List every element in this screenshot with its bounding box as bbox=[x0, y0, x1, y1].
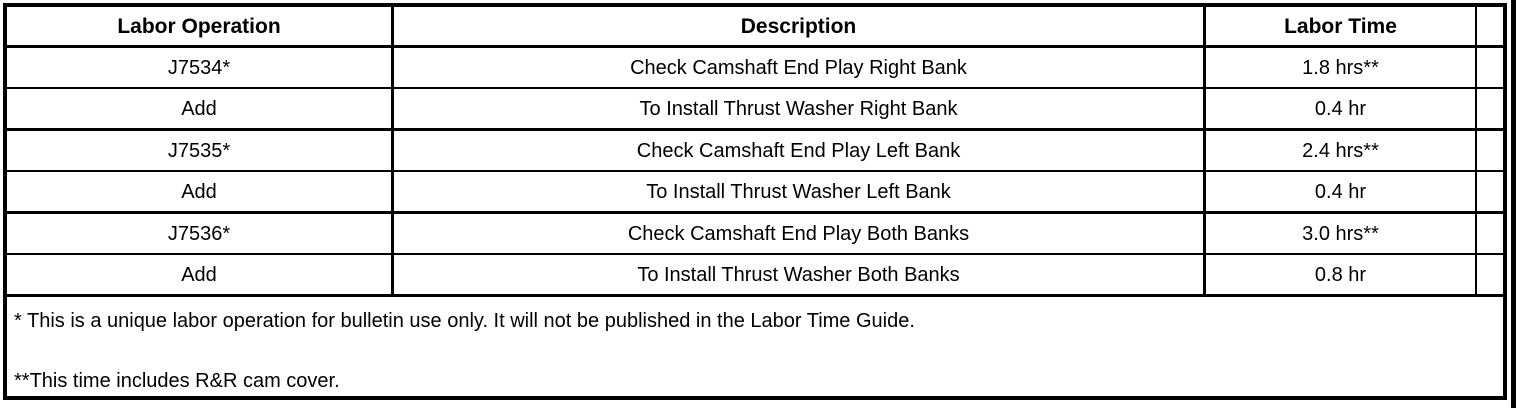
table-row-add-right: Add To Install Thrust Washer Right Bank … bbox=[7, 89, 1503, 131]
cell-description: To Install Thrust Washer Both Banks bbox=[394, 255, 1206, 294]
header-cell-labor-time: Labor Time bbox=[1206, 7, 1477, 45]
cell-operation: J7536* bbox=[7, 214, 394, 253]
cell-labor-time: 0.8 hr bbox=[1206, 255, 1477, 294]
cell-description: To Install Thrust Washer Left Bank bbox=[394, 172, 1206, 211]
cell-operation: Add bbox=[7, 172, 394, 211]
cell-labor-time: 3.0 hrs** bbox=[1206, 214, 1477, 253]
header-cell-labor-operation: Labor Operation bbox=[7, 7, 394, 45]
cell-empty bbox=[1477, 89, 1503, 128]
cell-empty bbox=[1477, 48, 1503, 87]
table-header-row: Labor Operation Description Labor Time bbox=[7, 7, 1503, 48]
cell-labor-time: 0.4 hr bbox=[1206, 172, 1477, 211]
footnote-rr-cam-cover: **This time includes R&R cam cover. bbox=[14, 370, 340, 392]
cell-empty bbox=[1477, 214, 1503, 253]
cell-operation: J7534* bbox=[7, 48, 394, 87]
header-cell-description: Description bbox=[394, 7, 1206, 45]
cell-description: Check Camshaft End Play Left Bank bbox=[394, 131, 1206, 170]
footnotes-section: * This is a unique labor operation for b… bbox=[7, 297, 1503, 396]
page-edge-line bbox=[1511, 0, 1516, 408]
cell-description: To Install Thrust Washer Right Bank bbox=[394, 89, 1206, 128]
table-row-add-both: Add To Install Thrust Washer Both Banks … bbox=[7, 255, 1503, 297]
cell-empty bbox=[1477, 172, 1503, 211]
cell-description: Check Camshaft End Play Both Banks bbox=[394, 214, 1206, 253]
header-cell-empty bbox=[1477, 7, 1503, 45]
table-row-j7535: J7535* Check Camshaft End Play Left Bank… bbox=[7, 131, 1503, 172]
cell-empty bbox=[1477, 255, 1503, 294]
labor-time-table: Labor Operation Description Labor Time J… bbox=[3, 3, 1507, 400]
cell-operation: Add bbox=[7, 255, 394, 294]
footnote-unique-operation: * This is a unique labor operation for b… bbox=[14, 310, 915, 332]
cell-labor-time: 0.4 hr bbox=[1206, 89, 1477, 128]
cell-operation: J7535* bbox=[7, 131, 394, 170]
cell-labor-time: 1.8 hrs** bbox=[1206, 48, 1477, 87]
cell-labor-time: 2.4 hrs** bbox=[1206, 131, 1477, 170]
table-row-j7536: J7536* Check Camshaft End Play Both Bank… bbox=[7, 214, 1503, 255]
cell-description: Check Camshaft End Play Right Bank bbox=[394, 48, 1206, 87]
cell-empty bbox=[1477, 131, 1503, 170]
cell-operation: Add bbox=[7, 89, 394, 128]
table-row-j7534: J7534* Check Camshaft End Play Right Ban… bbox=[7, 48, 1503, 89]
table-row-add-left: Add To Install Thrust Washer Left Bank 0… bbox=[7, 172, 1503, 214]
